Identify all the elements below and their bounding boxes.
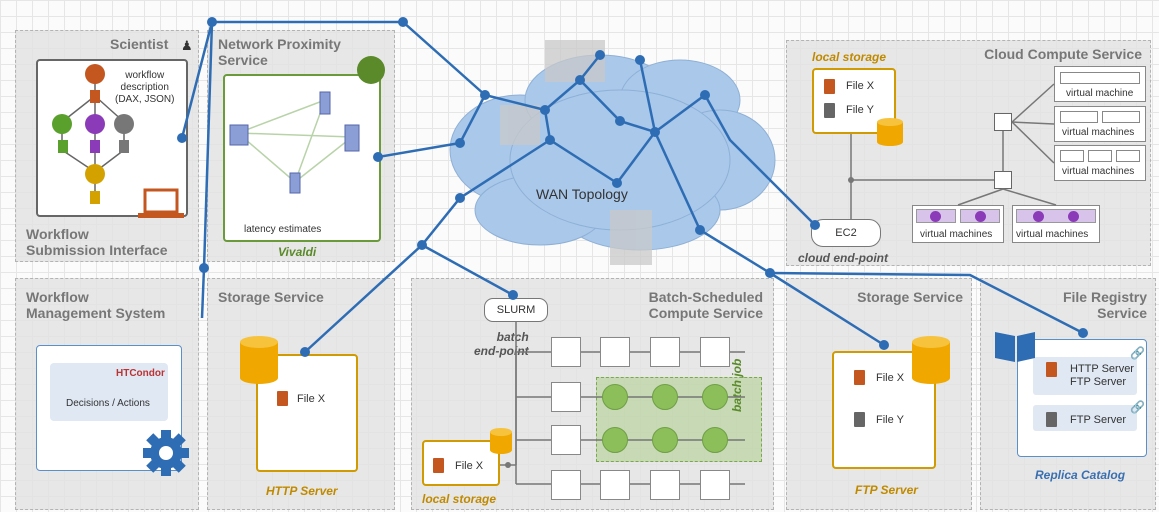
link-icon: 🔗 — [1130, 346, 1145, 360]
http-file-x: File X — [297, 393, 326, 405]
compute-node — [600, 470, 630, 500]
vm-dot — [1068, 211, 1079, 222]
scientist-title: Scientist — [110, 36, 169, 52]
ftp-server-box — [832, 351, 936, 469]
vivaldi-box — [223, 74, 381, 242]
compute-node — [700, 337, 730, 367]
ftp-file-y: File Y — [876, 414, 904, 426]
registry-entry-1: HTTP Server FTP Server — [1070, 363, 1134, 388]
vm-dot — [1033, 211, 1044, 222]
busy-compute-node — [652, 384, 678, 410]
slurm-node: SLURM — [484, 298, 548, 322]
cloud-title: Cloud Compute Service — [984, 46, 1142, 62]
vm-inner — [1102, 111, 1140, 123]
latency-caption: latency estimates — [244, 224, 322, 235]
vm-inner — [1116, 150, 1140, 162]
cloud-local-storage-label: local storage — [812, 50, 887, 64]
vm-inner — [1060, 72, 1140, 84]
file-icon — [433, 458, 444, 473]
scientist-panel: Scientist ♟ Workflow Submission Interfac… — [15, 30, 199, 262]
vm-label-3: virtual machines — [1062, 166, 1135, 177]
link-icon: 🔗 — [1130, 400, 1145, 414]
compute-node — [600, 337, 630, 367]
storage-ftp-title: Storage Service — [857, 289, 963, 305]
batch-job-label: batch job — [730, 358, 744, 412]
compute-node — [650, 337, 680, 367]
workflow-description: workflow description (DAX, JSON) — [115, 70, 175, 105]
storage-http-title: Storage Service — [218, 289, 324, 305]
ftp-file-x: File X — [876, 372, 905, 384]
vm-label-2: virtual machines — [1062, 127, 1135, 138]
cloud-endpoint-label: cloud end-point — [798, 251, 888, 265]
batch-endpoint-label: batch end-point — [474, 330, 529, 358]
vm-inner — [1016, 209, 1096, 223]
wms-title: Workflow Management System — [26, 289, 166, 321]
batch-file-x: File X — [455, 460, 484, 472]
vm-inner — [1060, 111, 1098, 123]
busy-compute-node — [602, 384, 628, 410]
vm-dot — [930, 211, 941, 222]
file-icon — [824, 103, 835, 118]
file-icon — [277, 391, 288, 406]
vm-inner — [1060, 150, 1084, 162]
busy-compute-node — [602, 427, 628, 453]
cloud-local-storage-box — [812, 68, 896, 134]
busy-compute-node — [702, 384, 728, 410]
wan-topology-label: WAN Topology — [536, 186, 628, 202]
switch-node — [994, 171, 1012, 189]
file-icon — [854, 370, 865, 385]
submission-interface-title: Workflow Submission Interface — [26, 226, 168, 258]
batch-local-storage-label: local storage — [422, 492, 497, 506]
file-registry-panel: File Registry Service Replica Catalog — [980, 278, 1156, 510]
switch-node — [994, 113, 1012, 131]
compute-node — [551, 470, 581, 500]
htcondor-logo: HTCondor — [116, 368, 165, 379]
person-icon: ♟ — [181, 38, 193, 53]
compute-node — [650, 470, 680, 500]
compute-node — [551, 382, 581, 412]
vm-inner — [1088, 150, 1112, 162]
cloud-file-x: File X — [846, 80, 875, 92]
network-proximity-title: Network Proximity Service — [218, 36, 341, 68]
network-proximity-panel: Network Proximity Service latency estima… — [207, 30, 395, 262]
vivaldi-label: Vivaldi — [278, 245, 317, 259]
file-icon — [1046, 412, 1057, 427]
busy-compute-node — [652, 427, 678, 453]
batch-title: Batch-Scheduled Compute Service — [648, 289, 763, 321]
compute-node — [700, 470, 730, 500]
file-registry-title: File Registry Service — [1062, 289, 1147, 321]
file-icon — [854, 412, 865, 427]
wms-panel: Workflow Management System HTCondor Deci… — [15, 278, 199, 510]
storage-ftp-panel: Storage Service FTP Server — [786, 278, 972, 510]
decisions-box — [50, 363, 168, 421]
ec2-node: EC2 — [811, 219, 881, 247]
compute-node — [551, 425, 581, 455]
file-icon — [824, 79, 835, 94]
wan-cloud — [449, 54, 776, 251]
compute-node — [551, 337, 581, 367]
vm-label-1: virtual machine — [1066, 88, 1134, 99]
file-icon — [1046, 362, 1057, 377]
ftp-server-label: FTP Server — [855, 483, 918, 497]
cloud-file-y: File Y — [846, 104, 874, 116]
decisions-label: Decisions / Actions — [66, 398, 150, 409]
busy-compute-node — [702, 427, 728, 453]
registry-entry-2: FTP Server — [1070, 414, 1127, 426]
batch-local-storage-box — [422, 440, 500, 486]
http-server-box — [256, 354, 358, 472]
vm-label-5: virtual machines — [1016, 229, 1089, 240]
vm-dot — [975, 211, 986, 222]
gear-watermark — [500, 40, 652, 265]
vm-label-4: virtual machines — [920, 229, 993, 240]
http-server-label: HTTP Server — [266, 484, 338, 498]
replica-catalog-label: Replica Catalog — [1035, 468, 1126, 482]
